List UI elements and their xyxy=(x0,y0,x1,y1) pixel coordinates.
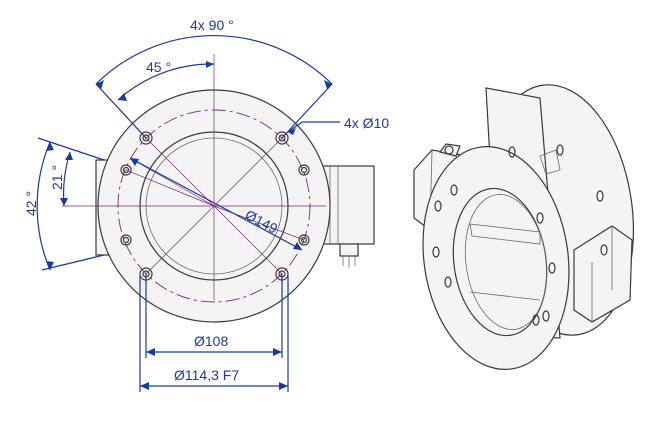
diameter-spigot-label: Ø114,3 F7 xyxy=(174,367,239,383)
angle-side-small-label: 21 ° xyxy=(49,165,65,190)
front-view: 4x 90 ° 45 ° 4x Ø10 21 ° 42 ° Ø149 Ø108 … xyxy=(23,17,389,392)
iso-flange-holes xyxy=(432,184,556,326)
iso-back-holes xyxy=(508,144,608,256)
iso-front-flange xyxy=(422,146,570,370)
isometric-view xyxy=(413,84,635,370)
diameter-bore-label: Ø108 xyxy=(194,333,228,349)
dimensions xyxy=(36,35,340,392)
hole-callout-label: 4x Ø10 xyxy=(344,115,389,131)
angle-total-label: 4x 90 ° xyxy=(190,17,234,33)
centerlines xyxy=(62,54,326,300)
angle-side-large-label: 42 ° xyxy=(23,191,39,216)
angle-half-label: 45 ° xyxy=(146,59,171,75)
